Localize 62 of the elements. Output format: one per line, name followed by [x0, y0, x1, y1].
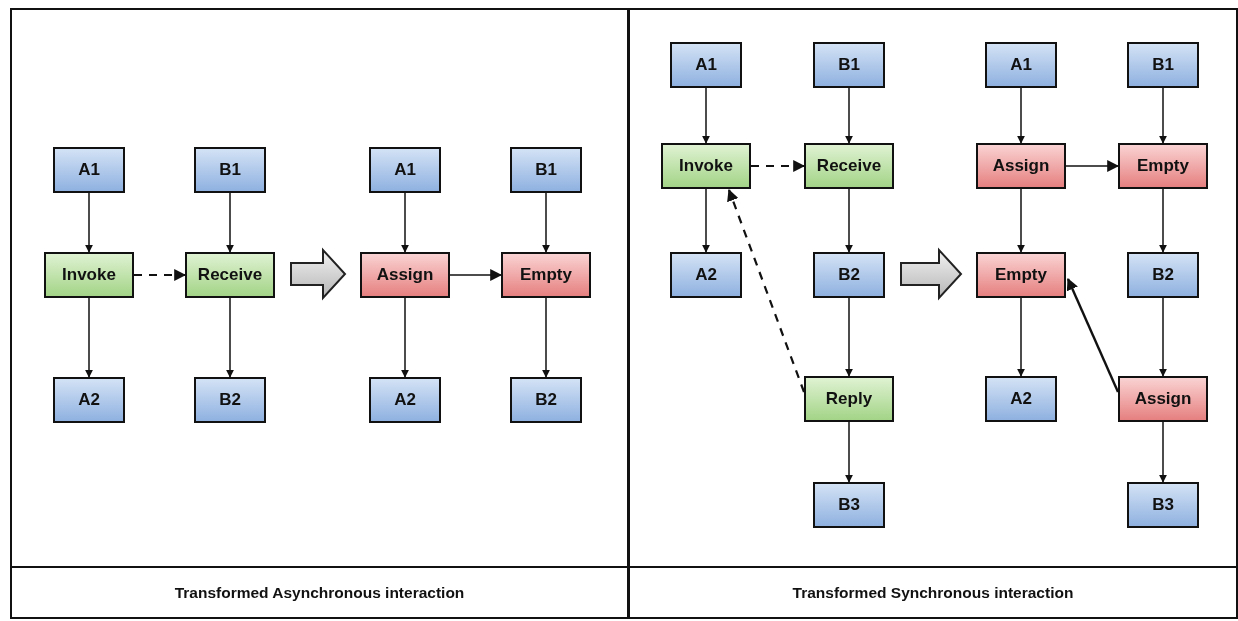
process-box: A1 — [53, 147, 125, 193]
arrow — [1159, 188, 1167, 253]
arrow — [1017, 87, 1025, 144]
arrow — [1017, 297, 1025, 377]
panel — [628, 8, 1238, 619]
process-box: A1 — [985, 42, 1057, 88]
arrow — [1159, 297, 1167, 377]
process-box: Assign — [1118, 376, 1208, 422]
arrow — [226, 297, 234, 378]
arrow — [845, 297, 853, 377]
block-arrow — [900, 247, 963, 301]
arrow — [1066, 277, 1120, 393]
arrow — [845, 421, 853, 483]
arrow — [1017, 188, 1025, 253]
process-box: B2 — [813, 252, 885, 298]
process-box: A1 — [369, 147, 441, 193]
process-box: Assign — [360, 252, 450, 298]
arrow — [1159, 87, 1167, 144]
process-box: Receive — [185, 252, 275, 298]
arrow — [1159, 421, 1167, 483]
process-box: Invoke — [44, 252, 134, 298]
process-box: A2 — [985, 376, 1057, 422]
process-box: B3 — [1127, 482, 1199, 528]
process-box: B1 — [1127, 42, 1199, 88]
arrow — [401, 192, 409, 253]
process-box: B1 — [194, 147, 266, 193]
arrow — [85, 297, 93, 378]
arrow — [134, 269, 187, 281]
process-box: B2 — [1127, 252, 1199, 298]
process-box: B1 — [813, 42, 885, 88]
arrow — [702, 188, 710, 253]
arrow — [727, 188, 806, 393]
process-box: A2 — [369, 377, 441, 423]
process-box: B2 — [510, 377, 582, 423]
process-box: Empty — [501, 252, 591, 298]
panel-caption: Transformed Asynchronous interaction — [174, 583, 465, 602]
arrow — [542, 192, 550, 253]
process-box: B1 — [510, 147, 582, 193]
panel-caption: Transformed Synchronous interaction — [792, 583, 1074, 602]
arrow — [751, 160, 806, 172]
process-box: A2 — [670, 252, 742, 298]
process-box: Empty — [1118, 143, 1208, 189]
process-box: B3 — [813, 482, 885, 528]
block-arrow — [290, 247, 347, 301]
arrow — [449, 269, 503, 281]
arrow — [845, 188, 853, 253]
arrow — [226, 192, 234, 253]
process-box: Empty — [976, 252, 1066, 298]
arrow — [845, 87, 853, 144]
arrow — [85, 192, 93, 253]
process-box: Reply — [804, 376, 894, 422]
process-box: A1 — [670, 42, 742, 88]
process-box: Receive — [804, 143, 894, 189]
arrow — [401, 297, 409, 378]
process-box: Invoke — [661, 143, 751, 189]
arrow — [542, 297, 550, 378]
process-box: A2 — [53, 377, 125, 423]
arrow — [1065, 160, 1120, 172]
arrow — [702, 87, 710, 144]
process-box: B2 — [194, 377, 266, 423]
panel — [10, 8, 629, 619]
process-box: Assign — [976, 143, 1066, 189]
